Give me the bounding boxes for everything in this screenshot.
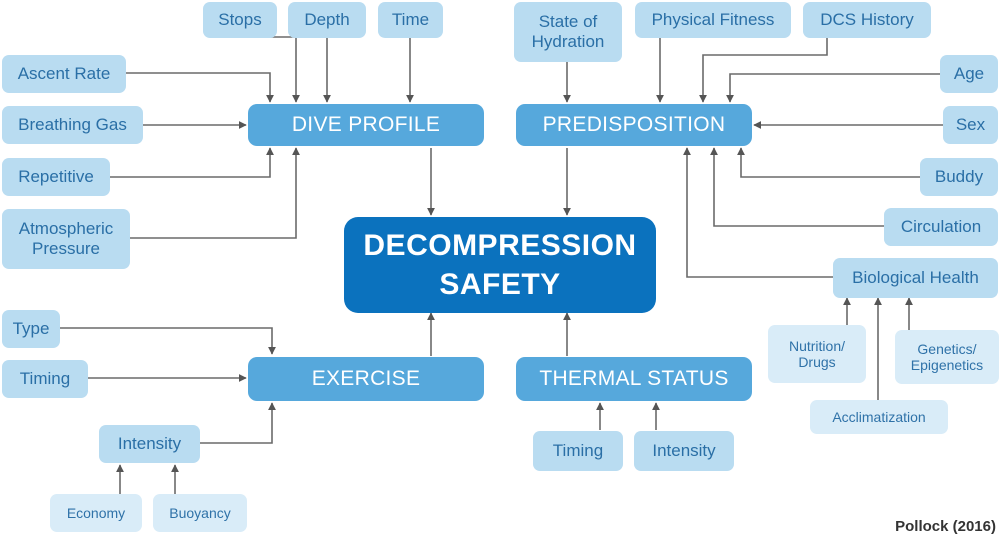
sex-node: Sex	[943, 106, 998, 144]
thermal-intensity-node: Intensity	[634, 431, 734, 471]
arrow-age	[726, 73, 940, 103]
arrow-circulation	[710, 147, 884, 227]
age-node: Age	[940, 55, 998, 93]
atmospheric-line-1: Atmospheric	[18, 219, 114, 239]
arrow-intensity	[200, 402, 276, 444]
biological-health-node: Biological Health	[833, 258, 998, 298]
arrow-atmospheric-pressure	[130, 147, 300, 239]
predisposition-node: PREDISPOSITION	[516, 104, 752, 146]
depth-node: Depth	[288, 2, 366, 38]
nutrition-line-2: Drugs	[798, 354, 836, 370]
ascent-rate-node: Ascent Rate	[2, 55, 126, 93]
type-node: Type	[2, 310, 60, 348]
stops-node: Stops	[203, 2, 277, 38]
arrow-type	[60, 327, 276, 355]
genetics-line-1: Genetics/	[917, 340, 977, 357]
dive-profile-node: DIVE PROFILE	[248, 104, 484, 146]
arrow-ascent-rate	[126, 72, 274, 103]
atmospheric-line-2: Pressure	[31, 239, 101, 258]
dcs-history-node: DCS History	[803, 2, 931, 38]
timing-node: Timing	[2, 360, 88, 398]
arrow-buddy	[737, 147, 920, 178]
time-node: Time	[378, 2, 443, 38]
source-credit: Pollock (2016)	[895, 518, 996, 535]
thermal-status-node: THERMAL STATUS	[516, 357, 752, 401]
acclimatization-node: Acclimatization	[810, 400, 948, 434]
economy-node: Economy	[50, 494, 142, 532]
atmospheric-pressure-node: Atmospheric Pressure	[2, 209, 130, 269]
hydration-line-1: State of	[538, 12, 598, 32]
arrow-stops	[240, 36, 300, 103]
hydration-line-2: Hydration	[531, 32, 605, 51]
circulation-node: Circulation	[884, 208, 998, 246]
buoyancy-node: Buoyancy	[153, 494, 247, 532]
thermal-timing-node: Timing	[533, 431, 623, 471]
genetics-epigenetics-node: Genetics/ Epigenetics	[895, 330, 999, 384]
repetitive-node: Repetitive	[2, 158, 110, 196]
arrow-repetitive	[110, 147, 274, 178]
buddy-node: Buddy	[920, 158, 998, 196]
core-line-1: DECOMPRESSION	[363, 229, 637, 262]
breathing-gas-node: Breathing Gas	[2, 106, 143, 144]
genetics-line-2: Epigenetics	[910, 357, 984, 373]
arrow-dcs-history	[699, 37, 828, 103]
intensity-node: Intensity	[99, 425, 200, 463]
nutrition-line-1: Nutrition/	[788, 337, 846, 354]
decompression-safety-node: DECOMPRESSION SAFETY	[344, 217, 656, 313]
physical-fitness-node: Physical Fitness	[635, 2, 791, 38]
arrow-biological-health	[683, 147, 833, 278]
state-of-hydration-node: State of Hydration	[514, 2, 622, 62]
core-line-2: SAFETY	[439, 268, 561, 301]
nutrition-drugs-node: Nutrition/ Drugs	[768, 325, 866, 383]
exercise-node: EXERCISE	[248, 357, 484, 401]
